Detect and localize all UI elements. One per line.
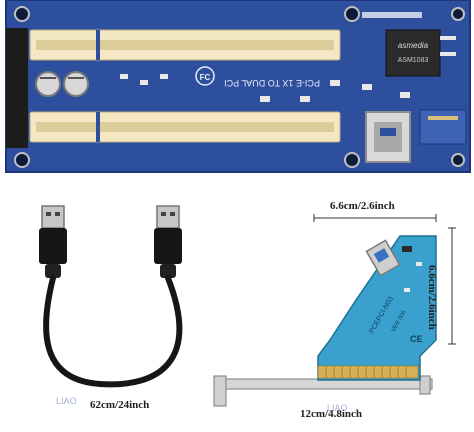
dual-pci-adapter-board: FC PCI-E 1X TO DUAL PCI asmedia ASM1083 xyxy=(5,0,471,173)
mount-hole xyxy=(344,152,360,168)
mount-hole xyxy=(344,6,360,22)
controller-chip: asmedia ASM1083 xyxy=(385,29,441,77)
watermark: LIAO xyxy=(56,396,77,406)
watermark: LIAO xyxy=(327,403,348,413)
pci-slot-1 xyxy=(29,29,341,61)
riser-height-label: 6.6cm/2.6inch xyxy=(426,265,438,330)
svg-text:CE: CE xyxy=(410,334,423,344)
usb-a-port-icon xyxy=(365,111,411,163)
mount-hole xyxy=(14,152,30,168)
bracket-width-label: 12cm/4.8inch xyxy=(300,408,363,420)
fcc-mark-icon: FC xyxy=(195,66,215,86)
svg-text:FC: FC xyxy=(200,73,211,82)
dimension-line-side xyxy=(448,227,456,345)
capacitor xyxy=(63,71,89,97)
usb-cable xyxy=(39,205,183,388)
mount-hole xyxy=(451,153,465,167)
ce-mark-icon: CE xyxy=(410,334,423,344)
usb-a-plug-icon xyxy=(154,205,182,278)
usb-cable-length-label: 62cm/24inch xyxy=(90,399,150,411)
dimension-line-top xyxy=(313,214,437,222)
capacitor xyxy=(35,71,61,97)
board-silkscreen-title: PCI-E 1X TO DUAL PCI xyxy=(224,78,320,88)
mount-hole xyxy=(451,7,465,21)
pci-slot-2 xyxy=(29,111,341,143)
pcie-riser-card: PCEPCI-N03 VER 006 CE xyxy=(213,214,456,407)
chip-logo: asmedia xyxy=(398,41,429,50)
riser-width-label: 6.6cm/2.6inch xyxy=(330,200,395,212)
usb-a-plug-icon xyxy=(39,205,67,278)
usb-a-port-icon xyxy=(365,239,401,277)
chip-model: ASM1083 xyxy=(398,57,429,64)
mount-hole xyxy=(14,6,30,22)
